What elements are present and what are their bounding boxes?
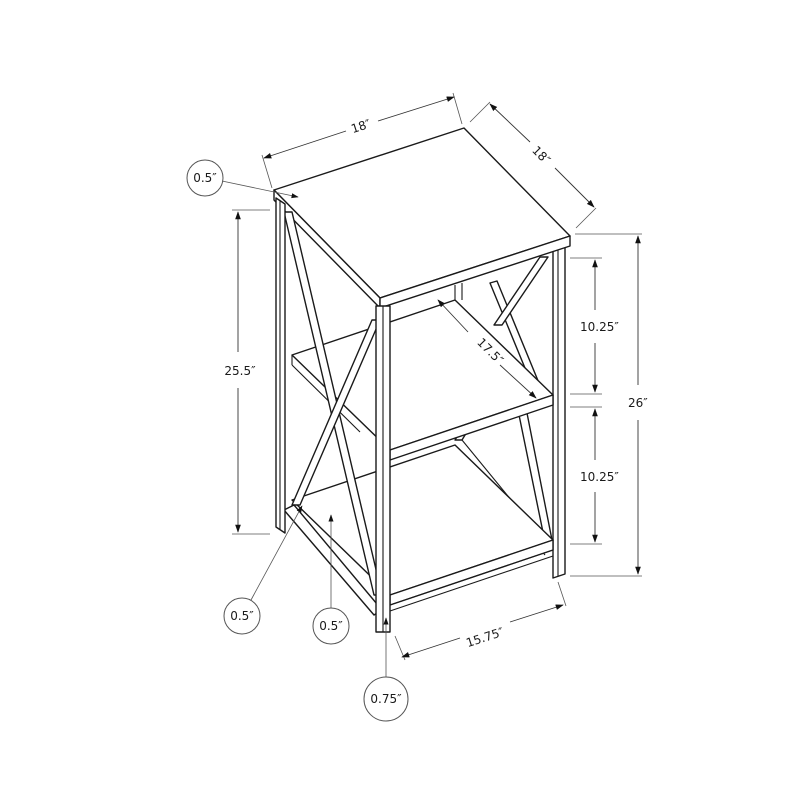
label-side-frame-thickness: 0.5″ [230,609,254,623]
callout-top-thickness: 0.5″ [186,159,299,199]
front-bottom-rails [389,549,554,612]
dim-upper-shelf-spacing: 10.25″ [570,257,619,395]
table-top [273,127,571,309]
label-leg-height: 25.5″ [224,364,256,378]
dim-overall-height: 26″ [570,233,648,577]
dim-leg-height: 25.5″ [224,209,270,535]
label-base-width: 15.75″ [464,625,506,650]
label-top-depth: 18″ [529,143,553,167]
left-side-x-frame [283,211,383,616]
label-lower-shelf-spacing: 10.25″ [580,470,619,484]
middle-shelf [291,299,554,461]
back-right-leg [552,235,566,579]
label-bottom-shelf-thickness: 0.5″ [319,619,343,633]
label-leg-thickness: 0.75″ [370,692,402,706]
callout-leg-thickness: 0.75″ [363,617,409,722]
label-top-thickness: 0.5″ [193,171,217,185]
back-left-leg [454,283,463,300]
dim-lower-shelf-spacing: 10.25″ [570,406,619,545]
label-upper-shelf-spacing: 10.25″ [580,320,619,334]
label-top-width: 18″ [349,116,373,136]
callout-side-frame-thickness: 0.5″ [223,505,303,635]
callout-bottom-shelf-thickness: 0.5″ [312,514,350,645]
front-left-leg [275,197,286,534]
table-drawing [273,127,571,633]
dim-top-width: 18″ [261,92,463,189]
front-right-leg [375,305,391,633]
label-overall-height: 26″ [628,396,648,410]
